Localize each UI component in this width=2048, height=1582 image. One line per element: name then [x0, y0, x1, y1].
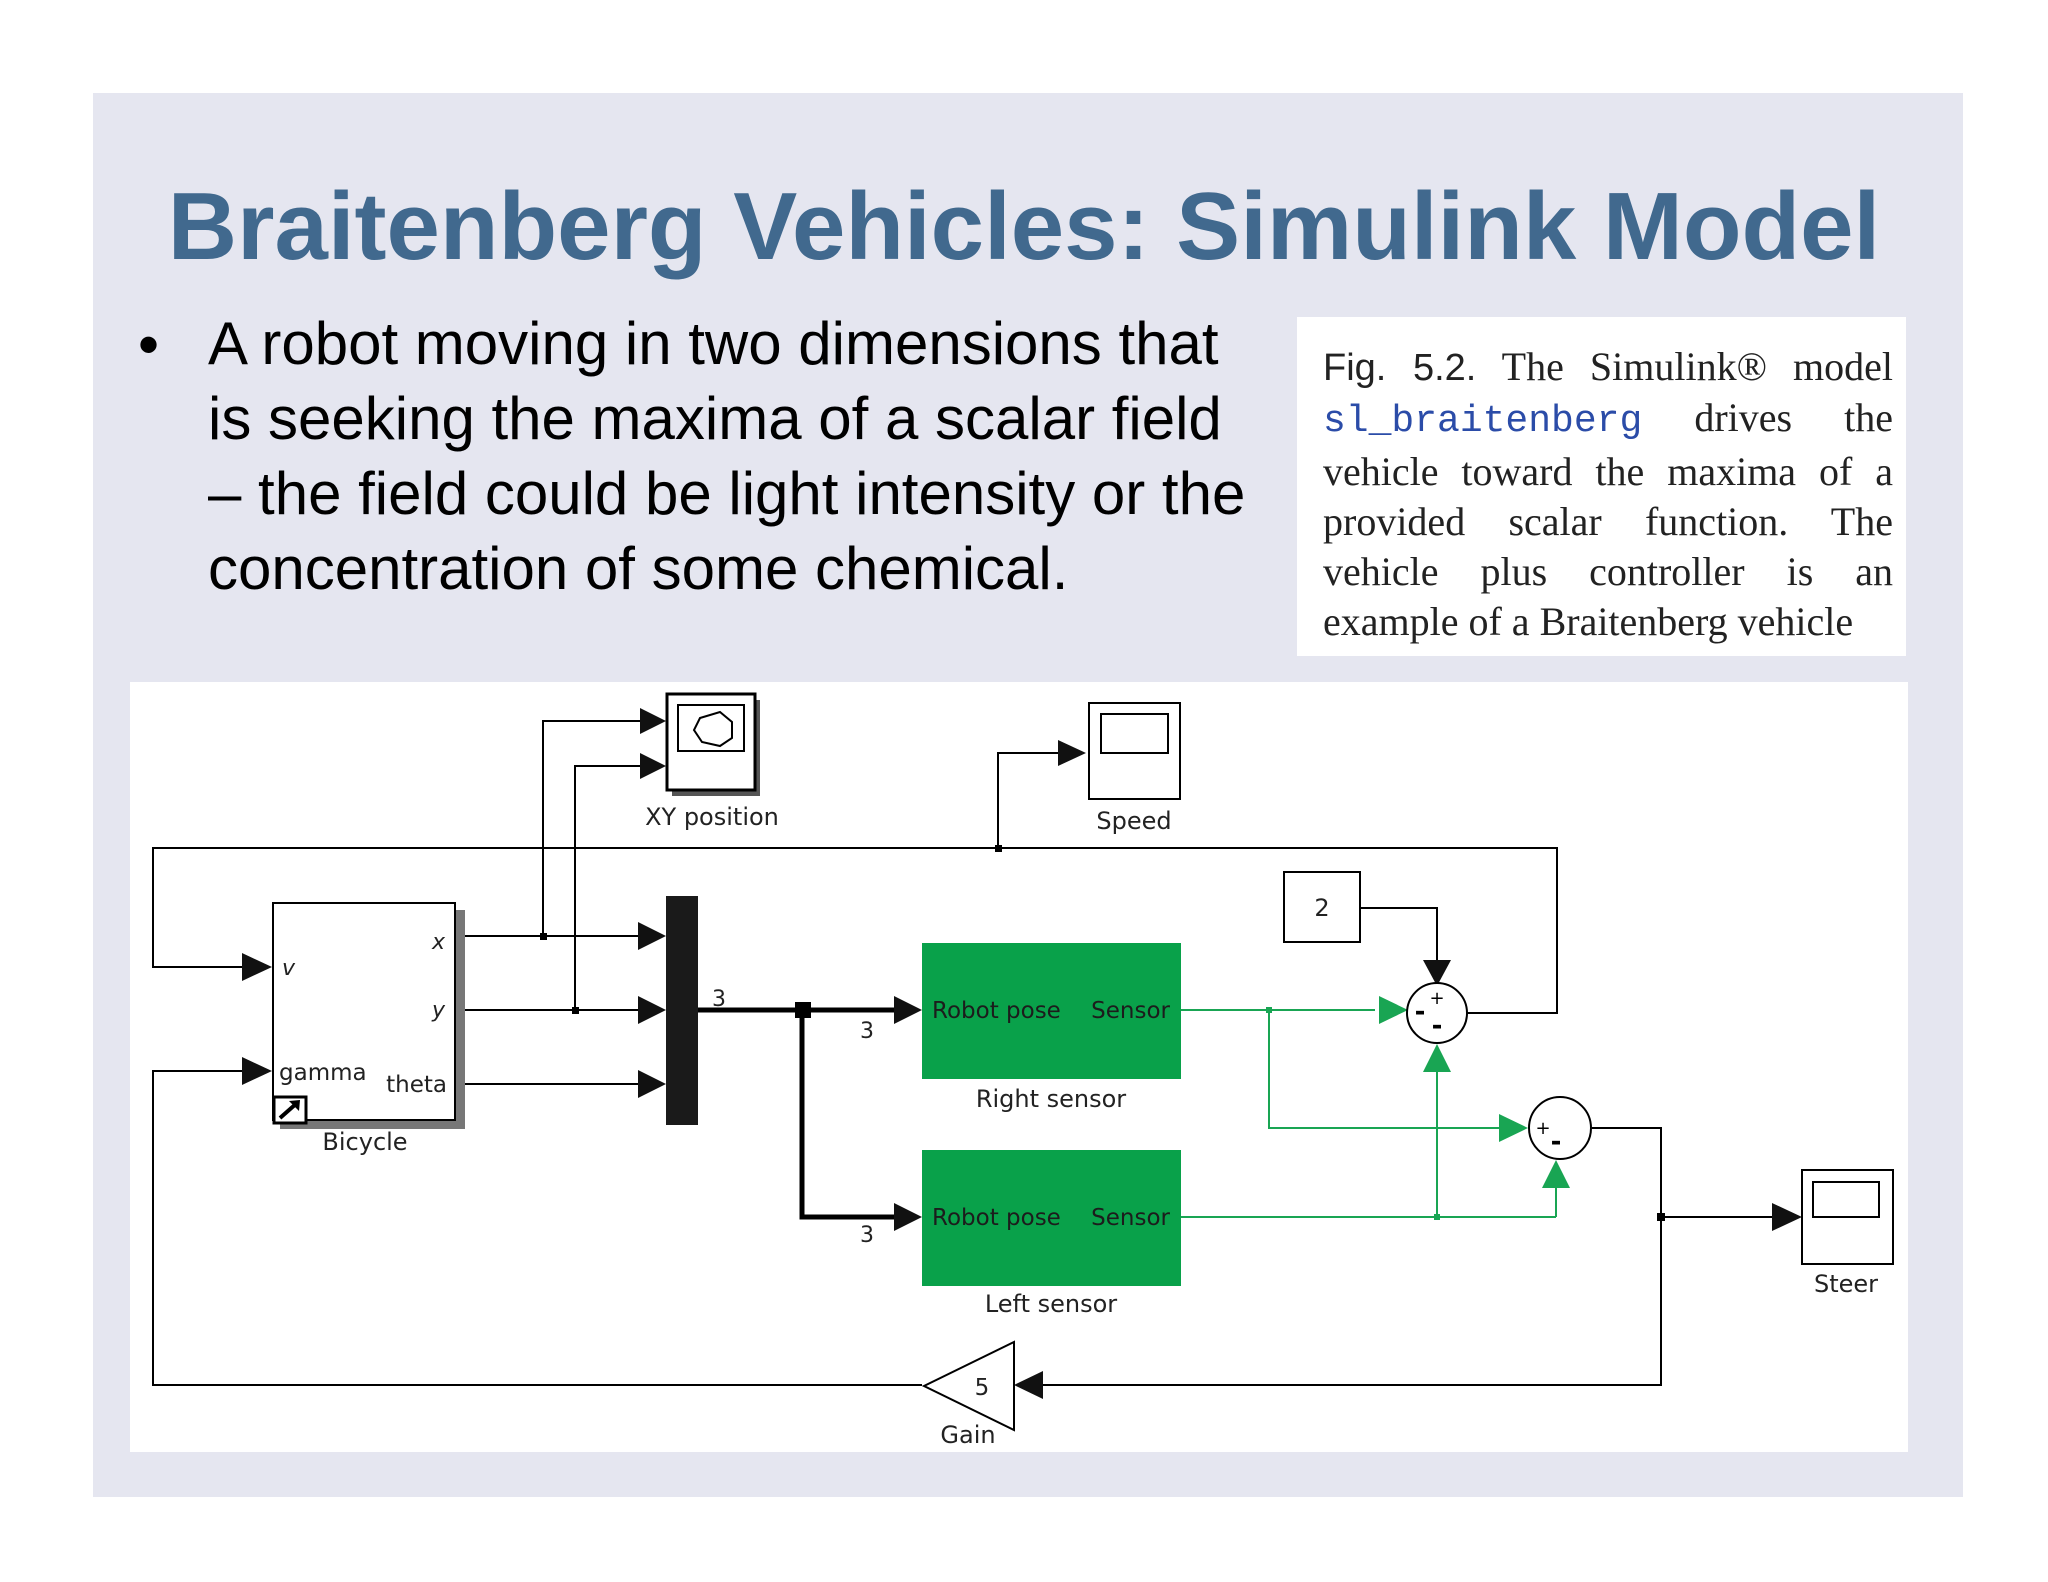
constant-block: 2 — [1283, 871, 1361, 943]
figure-caption-code: sl_braitenberg — [1323, 400, 1643, 443]
figure-caption-part2: drives the vehicle toward the maxima of … — [1323, 395, 1893, 644]
arrowhead — [640, 753, 666, 779]
gain-label: Gain — [940, 1421, 995, 1449]
sum1-left-sign: - — [1415, 997, 1426, 1027]
bullet-text: A robot moving in two dimensions that is… — [208, 310, 1246, 602]
junction-dot — [572, 1007, 579, 1014]
bicycle-port-gamma: gamma — [279, 1060, 367, 1086]
green-wires — [1181, 1009, 1557, 1218]
left-sensor-label: Left sensor — [985, 1290, 1117, 1318]
xy-trace-icon — [692, 710, 733, 748]
arrowhead — [1499, 1114, 1528, 1142]
figure-caption-box — [1297, 317, 1906, 656]
sum1-top-sign: + — [1429, 988, 1444, 1009]
gain-block: 5 Gain — [921, 1340, 1015, 1449]
arrowhead — [894, 996, 922, 1024]
arrowhead — [1542, 1160, 1570, 1188]
xy-scope-block: XY position — [645, 692, 779, 831]
gain-value: 5 — [975, 1375, 990, 1401]
figure-caption-label: Fig. 5.2. — [1323, 347, 1477, 389]
left-sensor-in-port: Robot pose — [932, 1205, 1061, 1231]
simulink-diagram-svg: XY position Speed v gamma x y theta Bicy… — [152, 692, 1894, 1449]
wire-speed-feedback — [152, 847, 1558, 1014]
junction-dot — [540, 933, 547, 940]
junction-dot — [1434, 1214, 1440, 1220]
wire-steer — [1035, 1127, 1662, 1386]
right-sensor-width-label: 3 — [860, 1019, 874, 1044]
figure-caption: Fig. 5.2. The Simulink® model sl_braiten… — [1323, 342, 1893, 647]
black-arrowheads — [242, 708, 1802, 1399]
right-sensor-label: Right sensor — [976, 1085, 1126, 1113]
arrowhead — [1423, 960, 1451, 986]
speed-scope-block: Speed — [1088, 702, 1181, 835]
right-sensor-body — [922, 943, 1181, 1079]
left-sensor-body — [922, 1150, 1181, 1286]
arrowhead — [242, 953, 272, 981]
wire-y-to-xy — [574, 765, 642, 1010]
junction-dot — [795, 1002, 811, 1018]
sum1-circle — [1406, 982, 1468, 1044]
arrowhead — [1058, 740, 1086, 766]
left-sensor-block: Robot pose Sensor Left sensor — [922, 1150, 1181, 1318]
arrowhead — [242, 1057, 272, 1085]
sum2-bottom-sign: - — [1551, 1127, 1562, 1157]
wire-to-speed — [997, 752, 1068, 848]
green-junctions — [1266, 1007, 1440, 1220]
wire-mux-to-left — [799, 1010, 895, 1220]
bicycle-body — [272, 902, 456, 1121]
mux-width-label: 3 — [712, 987, 726, 1012]
speed-label: Speed — [1096, 807, 1171, 835]
simulink-diagram: XY position Speed v gamma x y theta Bicy… — [130, 682, 1908, 1452]
arrowhead — [894, 1203, 922, 1231]
arrowhead — [1772, 1203, 1802, 1231]
arrowhead — [640, 708, 666, 734]
arrowhead — [638, 1070, 666, 1098]
junction-dot — [1266, 1007, 1272, 1013]
sum1-block: + - - — [1406, 982, 1468, 1044]
wire-x-to-xy — [542, 720, 642, 936]
right-sensor-block: Robot pose Sensor Right sensor — [922, 943, 1181, 1113]
steer-scope-screen — [1812, 1181, 1880, 1218]
bicycle-port-x: x — [431, 930, 446, 955]
sum2-left-sign: + — [1535, 1118, 1550, 1139]
wire-gain-to-gamma — [152, 1070, 922, 1386]
gain-triangle — [921, 1340, 1015, 1432]
speed-scope-screen — [1100, 713, 1169, 754]
sum2-block: + - — [1528, 1096, 1592, 1160]
black-wires — [152, 720, 1780, 1386]
arrowhead — [1014, 1371, 1043, 1399]
arrowhead — [638, 996, 666, 1024]
arrowhead — [1423, 1044, 1451, 1072]
sum1-bottom-sign: - — [1432, 1011, 1443, 1041]
arrowhead — [1379, 996, 1408, 1024]
figure-caption-part1: The Simulink® model — [1476, 344, 1893, 389]
bicycle-label: Bicycle — [322, 1128, 407, 1156]
arrowhead — [638, 922, 666, 950]
slide-title: Braitenberg Vehicles: Simulink Model — [167, 173, 1881, 280]
xy-position-label: XY position — [645, 803, 779, 831]
wire-constant — [1360, 907, 1438, 968]
steer-label: Steer — [1814, 1270, 1878, 1298]
bicycle-port-theta: theta — [386, 1072, 447, 1098]
right-sensor-in-port: Robot pose — [932, 998, 1061, 1024]
junction-dot — [995, 845, 1002, 852]
junction-dots — [540, 845, 1665, 1221]
bullet-marker: • — [138, 311, 160, 378]
left-sensor-width-label: 3 — [860, 1223, 874, 1248]
bicycle-port-y: y — [431, 998, 446, 1023]
right-sensor-out-port: Sensor — [1091, 998, 1170, 1024]
bicycle-port-v: v — [282, 956, 296, 981]
subsystem-link-arrowhead — [289, 1100, 300, 1111]
bicycle-block: v gamma x y theta Bicycle — [272, 902, 465, 1156]
mux-block — [666, 896, 698, 1125]
wire-right-sensor-to-sum2 — [1268, 1010, 1505, 1129]
left-sensor-out-port: Sensor — [1091, 1205, 1170, 1231]
sum2-circle — [1528, 1096, 1592, 1160]
constant-value: 2 — [1314, 894, 1329, 922]
green-arrowheads — [1379, 996, 1570, 1188]
junction-dot — [1657, 1213, 1665, 1221]
constant-body — [1283, 871, 1361, 943]
steer-scope-block: Steer — [1801, 1169, 1894, 1298]
